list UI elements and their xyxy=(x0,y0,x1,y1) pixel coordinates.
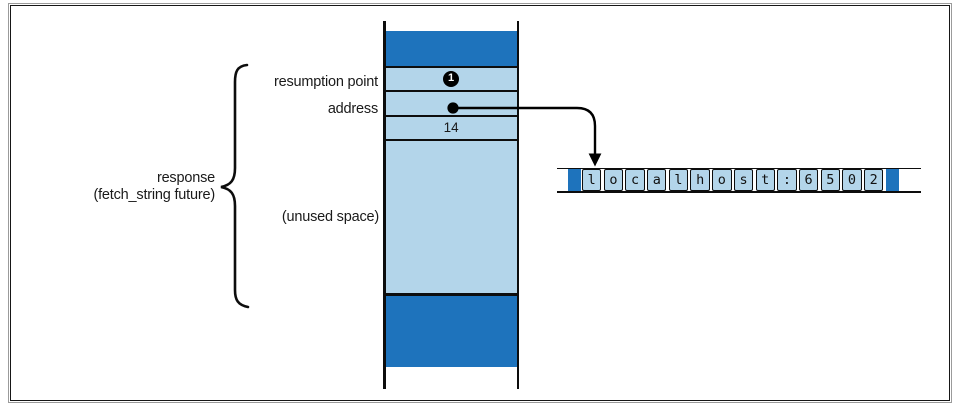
string-char-cell: t xyxy=(755,169,775,191)
string-strip-bottom-line xyxy=(557,190,921,193)
memory-column-right-line xyxy=(516,21,520,389)
memory-column-left-line xyxy=(383,21,386,389)
string-strip-right-cap xyxy=(886,169,899,191)
callout-number: 1 xyxy=(448,72,455,85)
brace-label-line1: response xyxy=(156,170,215,186)
string-char-cell: : xyxy=(777,169,797,191)
string-char-cell: 5 xyxy=(820,169,840,191)
string-char-cell: s xyxy=(733,169,754,191)
memory-column: 1 14 xyxy=(385,31,517,367)
string-char-cell: 2 xyxy=(863,169,884,191)
brace-icon xyxy=(220,63,250,309)
cell-length: 14 xyxy=(385,117,517,141)
string-strip-top-line xyxy=(557,167,921,170)
string-strip-left-cap xyxy=(568,169,581,191)
string-char-cell: a xyxy=(647,169,667,191)
label-address: address xyxy=(327,100,378,117)
brace-label: response (fetch_string future) xyxy=(93,170,215,204)
memory-band-bottom xyxy=(385,296,517,367)
string-char-cell: o xyxy=(603,169,624,191)
cell-address-pointer xyxy=(385,92,517,117)
string-char-cell: l xyxy=(582,169,602,191)
string-char-cell: 0 xyxy=(842,169,862,191)
label-resumption-point: resumption point xyxy=(274,74,378,90)
string-char-cell: o xyxy=(712,169,732,191)
string-char-cell: h xyxy=(690,169,710,191)
string-char-cell: c xyxy=(625,169,645,191)
brace-label-line2: (fetch_string future) xyxy=(93,187,215,203)
label-unused-space: (unused space) xyxy=(281,209,379,225)
length-value: 14 xyxy=(443,120,459,136)
cell-resumption-point: 1 xyxy=(385,67,517,92)
memory-band-top xyxy=(385,31,517,68)
string-char-cell: l xyxy=(668,169,689,191)
callout-1-badge: 1 xyxy=(442,70,460,87)
cell-unused-space xyxy=(385,140,517,296)
string-char-cell: 6 xyxy=(798,169,819,191)
